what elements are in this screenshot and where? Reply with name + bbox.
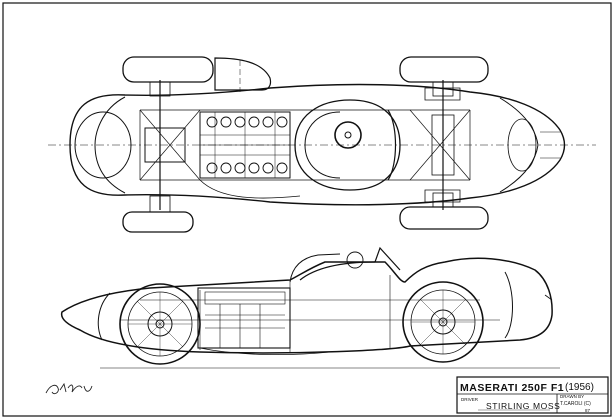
drawing-title: MASERATI 250F F1 <box>460 382 565 394</box>
nose-section <box>499 97 539 193</box>
seat-back <box>304 111 341 179</box>
title-block <box>456 376 609 414</box>
side-front-wheel <box>402 281 484 363</box>
rear-right-wheel <box>122 211 194 233</box>
side-engine-block <box>197 287 291 349</box>
exhaust-pipes <box>199 179 301 199</box>
oil-tank <box>214 57 272 91</box>
side-nose-tip <box>544 294 553 301</box>
side-elevation <box>60 246 560 369</box>
driver-label: DRIVER <box>461 397 479 402</box>
front-left-wheel <box>399 56 489 83</box>
steering-wheel <box>334 121 362 149</box>
steering-hub <box>344 131 352 139</box>
side-tail-section <box>97 292 111 341</box>
side-radiator <box>504 271 513 339</box>
chassis-frame <box>139 109 471 181</box>
engine-detail-lines <box>200 112 290 178</box>
fuel-tank-outline <box>74 111 132 179</box>
artist-signature <box>45 382 93 395</box>
engine-cylinders <box>206 116 288 174</box>
plan-tail-section <box>94 96 126 194</box>
radiator-grille <box>507 118 537 172</box>
side-steering-wheel <box>346 251 364 269</box>
side-exhaust <box>199 347 331 356</box>
driver-name: STIRLING MOSS <box>486 401 561 411</box>
drawing-year: (1956) <box>565 382 594 393</box>
drawn-by-label: DRAWN BY <box>560 394 585 399</box>
headrest <box>289 253 341 283</box>
drawn-by: T.CAROLI (C) <box>560 401 591 407</box>
front-suspension <box>424 87 461 203</box>
front-right-wheel <box>399 206 489 230</box>
cockpit-opening <box>294 99 401 191</box>
gearbox <box>144 127 186 163</box>
side-cockpit <box>299 261 376 281</box>
side-engine-details <box>204 291 286 348</box>
side-rear-wheel <box>119 283 201 365</box>
windscreen <box>387 109 397 181</box>
rear-left-wheel <box>122 56 214 83</box>
side-windscreen <box>374 246 401 271</box>
side-body-outline <box>60 257 553 354</box>
plan-body-outline <box>69 83 566 206</box>
sheet-number: 87 <box>585 408 591 413</box>
wheel-hubs-plan <box>149 81 454 213</box>
plan-view <box>48 56 596 233</box>
